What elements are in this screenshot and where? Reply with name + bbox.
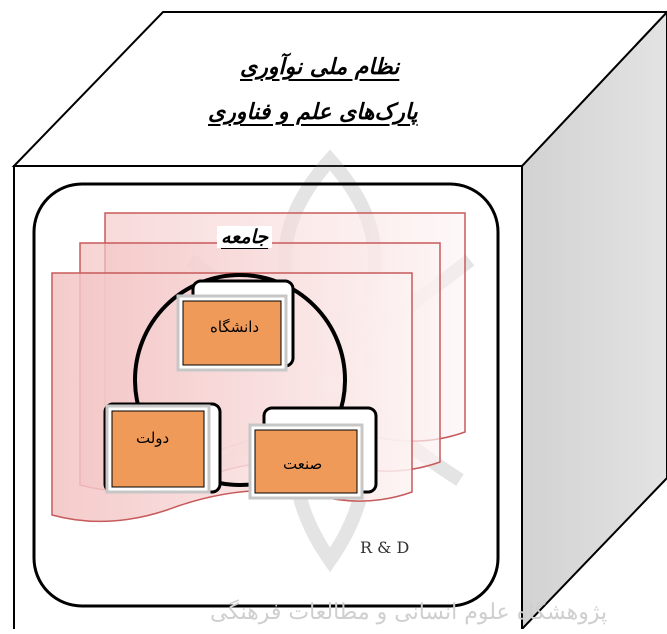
cycle-ring <box>133 273 347 487</box>
community-label: جامعه <box>217 226 273 248</box>
university-label: دانشگاه <box>210 318 260 336</box>
rd-label: R & D <box>360 538 410 557</box>
industry-label: صنعت <box>283 455 323 473</box>
node-industry <box>248 406 378 500</box>
node-university <box>176 279 295 372</box>
watermark-text: پژوهشگاه علوم انسانی و مطالعات فرهنگی <box>210 600 608 625</box>
node-government <box>103 402 222 494</box>
title-line-2: پارک‌های علم و فناوری <box>208 99 418 125</box>
title-line-1: نظام ملی نوآوری <box>240 54 400 80</box>
government-label: دولت <box>136 429 170 447</box>
inner-frame <box>32 182 500 608</box>
